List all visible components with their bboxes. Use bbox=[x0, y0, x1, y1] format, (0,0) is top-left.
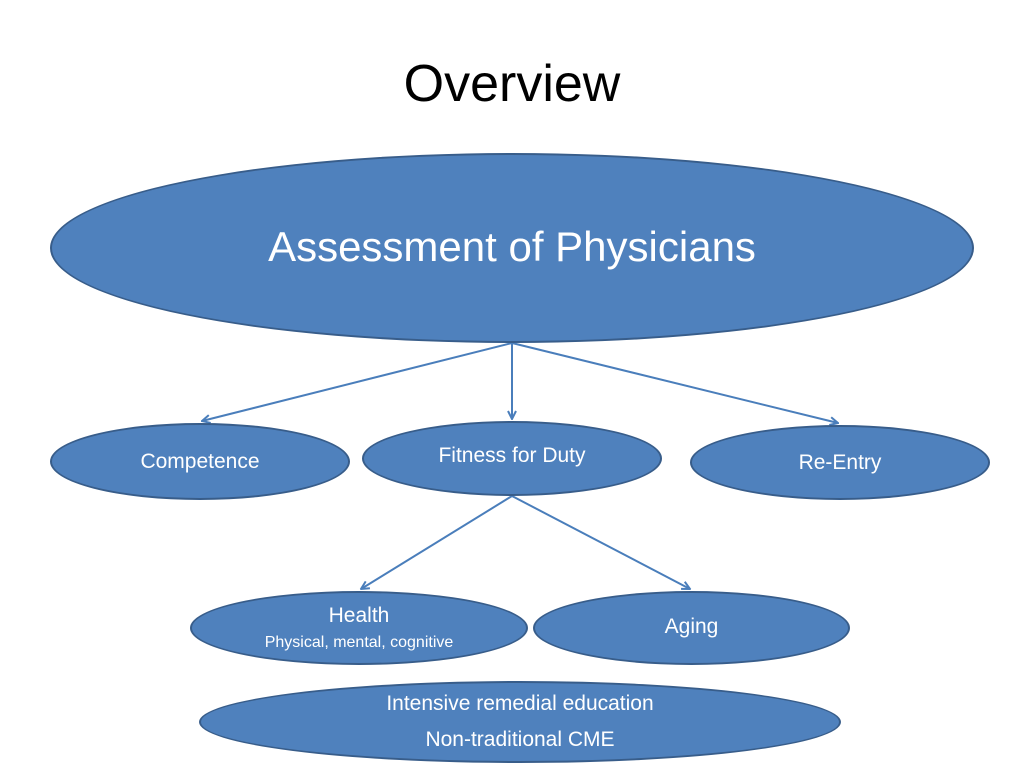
edge-fitness-health bbox=[361, 495, 513, 589]
node-sublabel: Non-traditional CME bbox=[425, 728, 615, 751]
node-sublabel: Physical, mental, cognitive bbox=[264, 634, 454, 651]
node-re-entry: Re-Entry bbox=[690, 425, 990, 500]
edge-root-competence bbox=[202, 342, 513, 421]
node-label: Health bbox=[328, 604, 390, 627]
node-label: Competence bbox=[140, 449, 260, 473]
node-label: Intensive remedial education bbox=[386, 692, 654, 715]
node-remedial-education: Intensive remedial education Non-traditi… bbox=[199, 681, 841, 763]
node-label: Fitness for Duty bbox=[438, 444, 586, 467]
node-label: Re-Entry bbox=[798, 450, 882, 474]
node-health: Health Physical, mental, cognitive bbox=[190, 591, 528, 665]
node-competence: Competence bbox=[50, 423, 350, 500]
node-assessment-of-physicians: Assessment of Physicians bbox=[50, 153, 974, 343]
node-label: Aging bbox=[664, 615, 719, 638]
node-fitness-for-duty: Fitness for Duty bbox=[362, 421, 662, 496]
edge-root-reentry bbox=[511, 342, 838, 423]
slide-title: Overview bbox=[403, 55, 621, 113]
node-aging: Aging bbox=[533, 591, 850, 665]
edge-fitness-aging bbox=[511, 495, 690, 589]
node-label: Assessment of Physicians bbox=[268, 223, 756, 270]
